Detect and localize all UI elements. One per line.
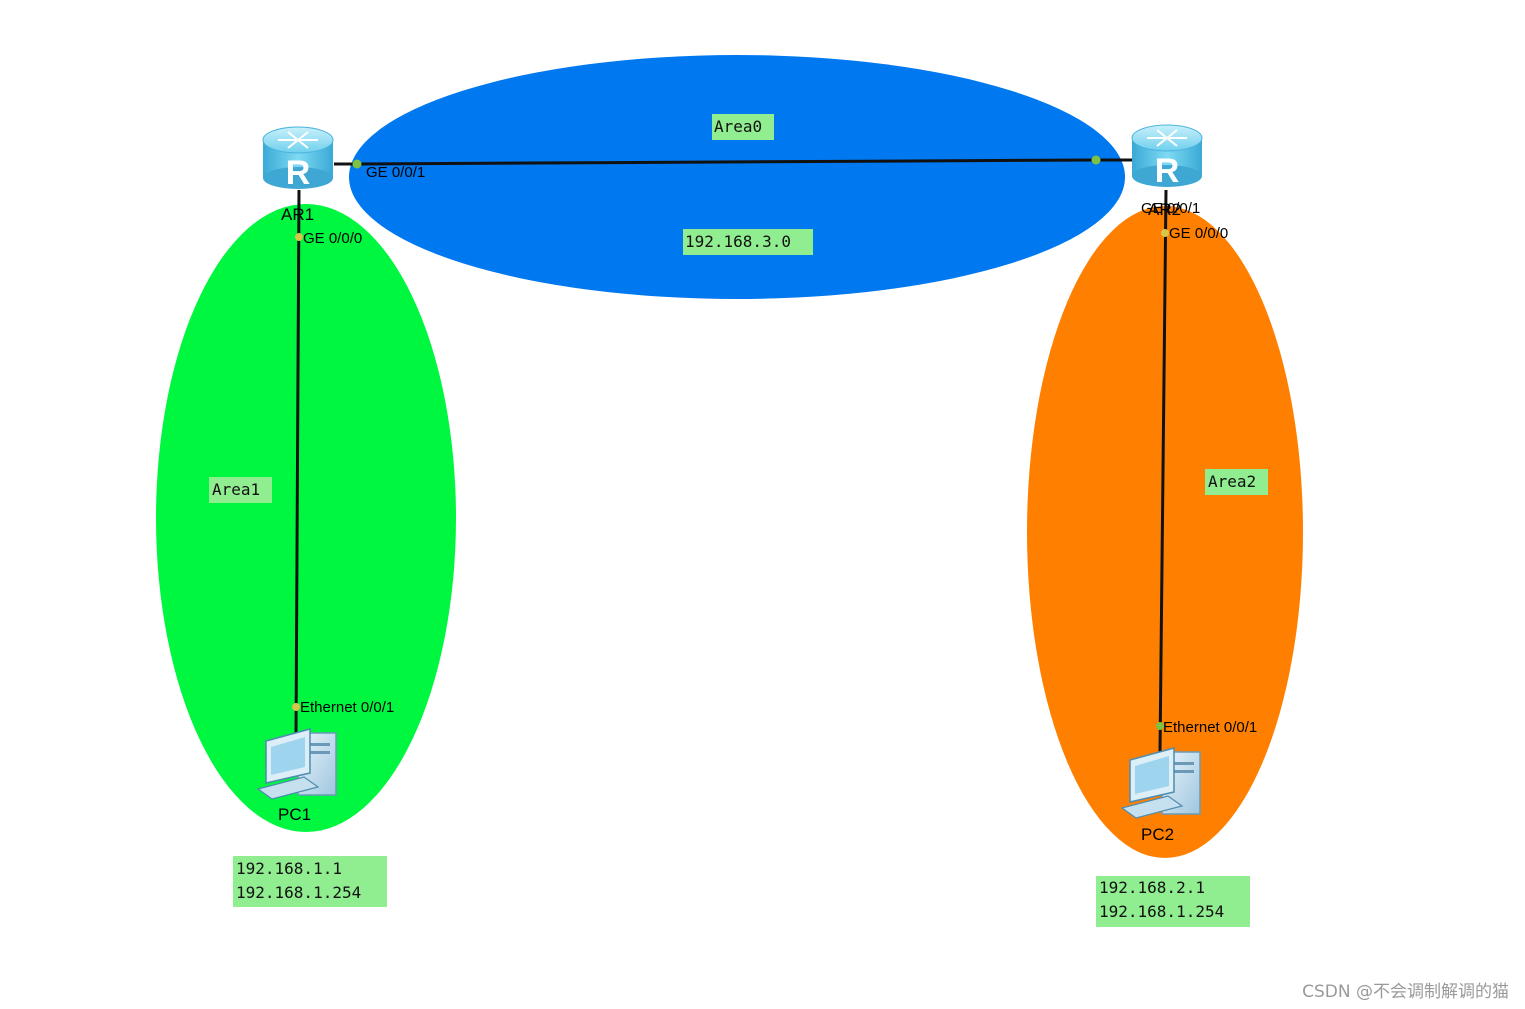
area1-tag-bg <box>209 477 272 503</box>
ar1-ge001-label: GE 0/0/1 <box>366 164 425 181</box>
pc1-eth001-label: Ethernet 0/0/1 <box>300 699 394 716</box>
port-pc1-eth001[interactable] <box>292 703 300 711</box>
ar1-name: AR1 <box>281 205 314 224</box>
pc1-name: PC1 <box>278 805 311 824</box>
pc2-address-note-bg <box>1096 876 1250 927</box>
port-ar1-ge000[interactable] <box>295 233 303 241</box>
ar2-name: AR2 <box>1148 200 1181 219</box>
area1-tag[interactable]: Area1 <box>212 480 260 499</box>
pc2-gateway[interactable]: 192.168.1.254 <box>1099 902 1224 921</box>
port-ar2-ge000[interactable] <box>1161 229 1169 237</box>
ar2-ge000-label: GE 0/0/0 <box>1169 225 1228 242</box>
area0-zone <box>349 55 1125 299</box>
port-pc2-eth001[interactable] <box>1156 722 1164 730</box>
pc2-eth001-label: Ethernet 0/0/1 <box>1163 719 1257 736</box>
area0-network-tag[interactable]: 192.168.3.0 <box>685 232 791 251</box>
watermark: CSDN @不会调制解调的猫 <box>1302 982 1509 1002</box>
port-ar2-ge001[interactable] <box>1091 155 1101 165</box>
area0-network-tag-bg <box>683 229 813 255</box>
pc1-ip[interactable]: 192.168.1.1 <box>236 859 342 878</box>
link-ar1-pc1[interactable] <box>294 189 301 735</box>
area2-tag-bg <box>1205 469 1268 495</box>
area0-tag[interactable]: Area0 <box>714 117 762 136</box>
area2-tag[interactable]: Area2 <box>1208 472 1256 491</box>
router-ar2-glyph-icon: R <box>1155 152 1180 190</box>
pc1-address-note-bg <box>233 856 387 907</box>
ar1-ge000-label: GE 0/0/0 <box>303 230 362 247</box>
router-ar1[interactable]: R <box>262 126 334 192</box>
area0-tag-bg <box>712 114 774 140</box>
area1-zone <box>156 204 456 832</box>
pc1-computer-icon[interactable] <box>256 728 337 800</box>
port-ar1-ge001[interactable] <box>352 159 362 169</box>
pc2-ip[interactable]: 192.168.2.1 <box>1099 878 1205 897</box>
link-ar1-ar2[interactable] <box>356 158 1097 166</box>
pc2-name: PC2 <box>1141 825 1174 844</box>
router-ar1-glyph-icon: R <box>286 154 311 192</box>
area2-zone <box>1027 206 1303 858</box>
router-ar2[interactable]: R <box>1131 124 1203 190</box>
pc2-computer-icon[interactable] <box>1120 747 1201 819</box>
link-ar2-pc2[interactable] <box>1158 189 1168 753</box>
pc1-gateway[interactable]: 192.168.1.254 <box>236 883 361 902</box>
ar2-ge001-label: GE 0/0/1 <box>1141 200 1200 217</box>
